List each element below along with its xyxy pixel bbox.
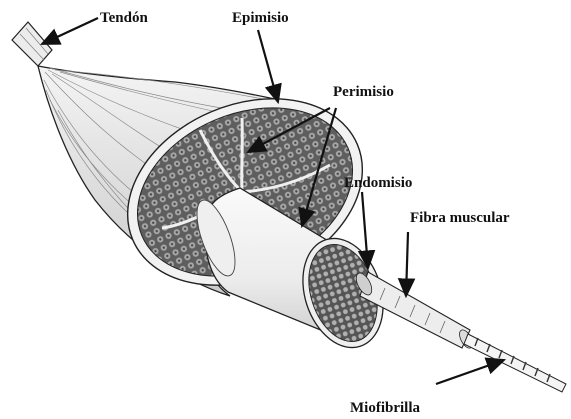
fiber-pointer (406, 232, 408, 296)
myofibril (464, 334, 566, 392)
label-epimysium: Epimisio (232, 10, 289, 26)
label-tendon: Tendón (100, 10, 148, 26)
tendon-pointer (42, 18, 98, 44)
label-myofibril: Miofibrilla (350, 400, 420, 416)
label-endomysium: Endomisio (344, 175, 412, 191)
label-muscle-fiber: Fibra muscular (410, 210, 510, 226)
label-perimysium: Perimisio (333, 84, 394, 100)
epimysium-pointer (258, 30, 278, 102)
tendon-shape (12, 22, 52, 66)
myofibril-pointer (436, 360, 504, 384)
